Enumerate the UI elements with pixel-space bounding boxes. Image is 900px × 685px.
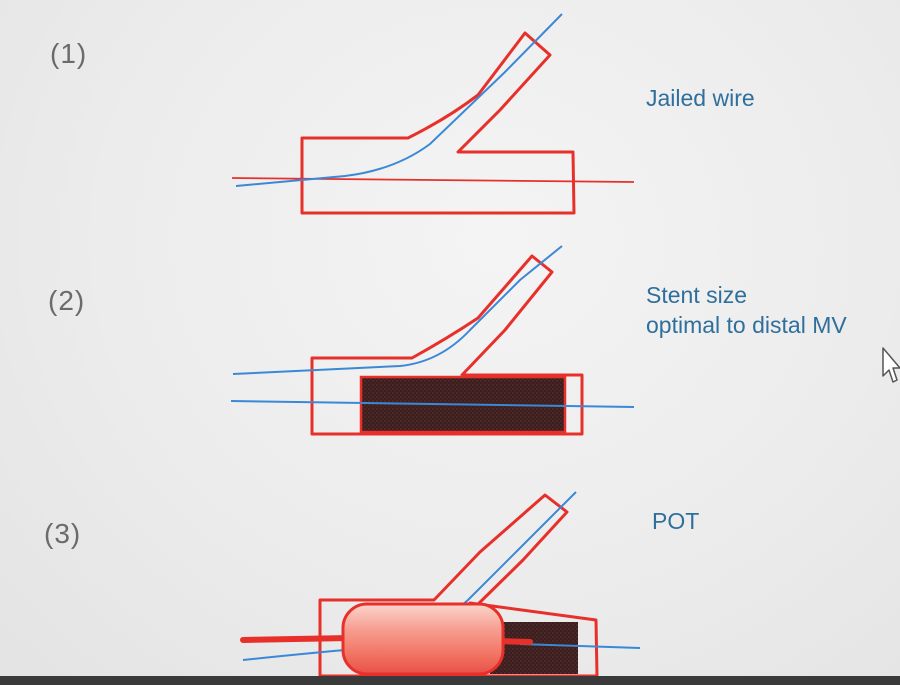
step-1-diagram: [231, 13, 635, 215]
step-3-number: (3): [44, 518, 82, 549]
mouse-pointer-icon: [882, 347, 900, 383]
step-1-vessel-outline: [300, 31, 576, 215]
step-2-main-guidewire: [230, 400, 635, 408]
step-2-side-guidewire: [232, 245, 563, 375]
bottom-edge-strip: [0, 676, 900, 685]
step-2-caption-line-1: Stent size: [646, 282, 747, 308]
step-2-diagram: [230, 245, 635, 436]
step-3-diagram: [240, 491, 641, 678]
step-2-number: (2): [48, 285, 86, 316]
step-3-main-guidewire: [519, 643, 641, 649]
step-1-main-guidewire: [231, 177, 635, 183]
step-1-number: (1): [50, 38, 88, 69]
step-1-caption: Jailed wire: [646, 83, 755, 113]
step-3-caption-line-1: POT: [652, 508, 700, 534]
step-2-vessel-outline: [310, 254, 584, 436]
step-2-caption-line-2: optimal to distal MV: [646, 312, 847, 338]
step-1-caption-line-1: Jailed wire: [646, 85, 755, 111]
step-3-balloon-catheter: [240, 635, 353, 643]
step-3-stent: [490, 622, 578, 674]
step-2-caption: Stent size optimal to distal MV: [646, 280, 847, 340]
step-1-jailed-guidewire: [235, 13, 563, 187]
step-3-caption: POT: [652, 506, 699, 536]
step-3-balloon: [341, 602, 505, 676]
